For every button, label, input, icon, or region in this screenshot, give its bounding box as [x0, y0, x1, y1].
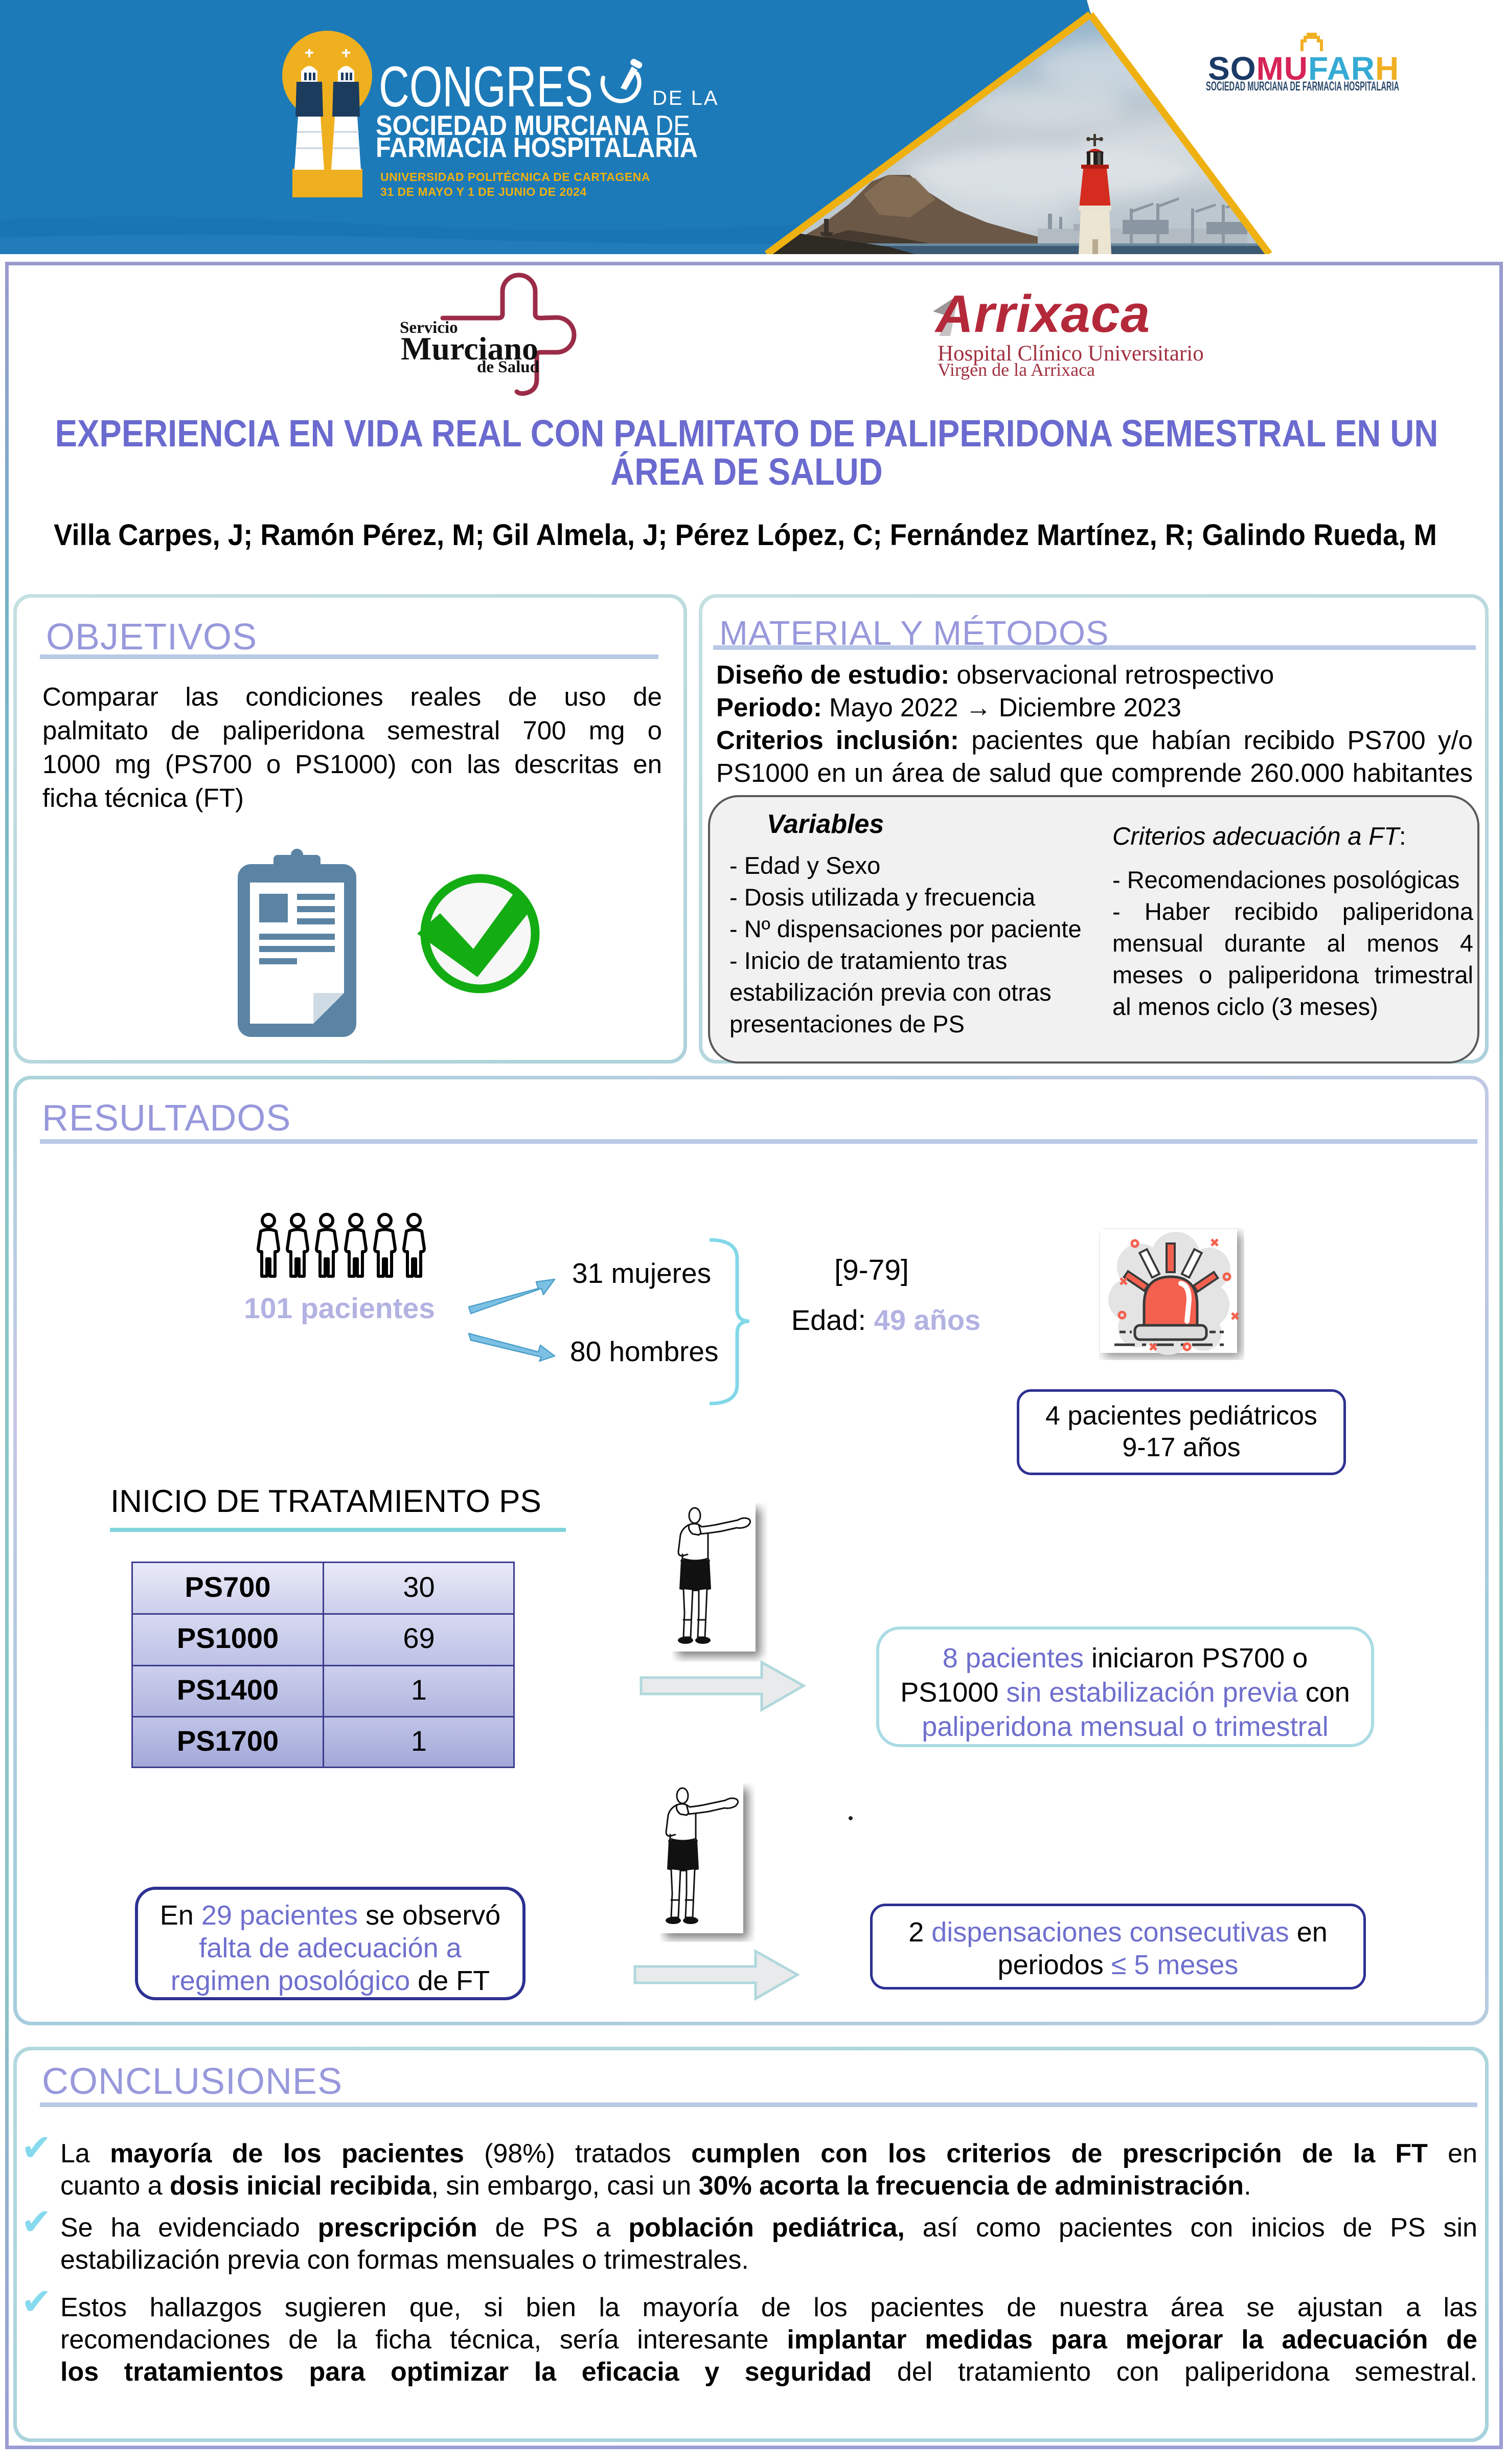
svg-text:Murciano: Murciano: [401, 330, 538, 367]
svg-text:de Salud: de Salud: [477, 358, 539, 376]
svg-text:Servicio: Servicio: [400, 319, 458, 337]
